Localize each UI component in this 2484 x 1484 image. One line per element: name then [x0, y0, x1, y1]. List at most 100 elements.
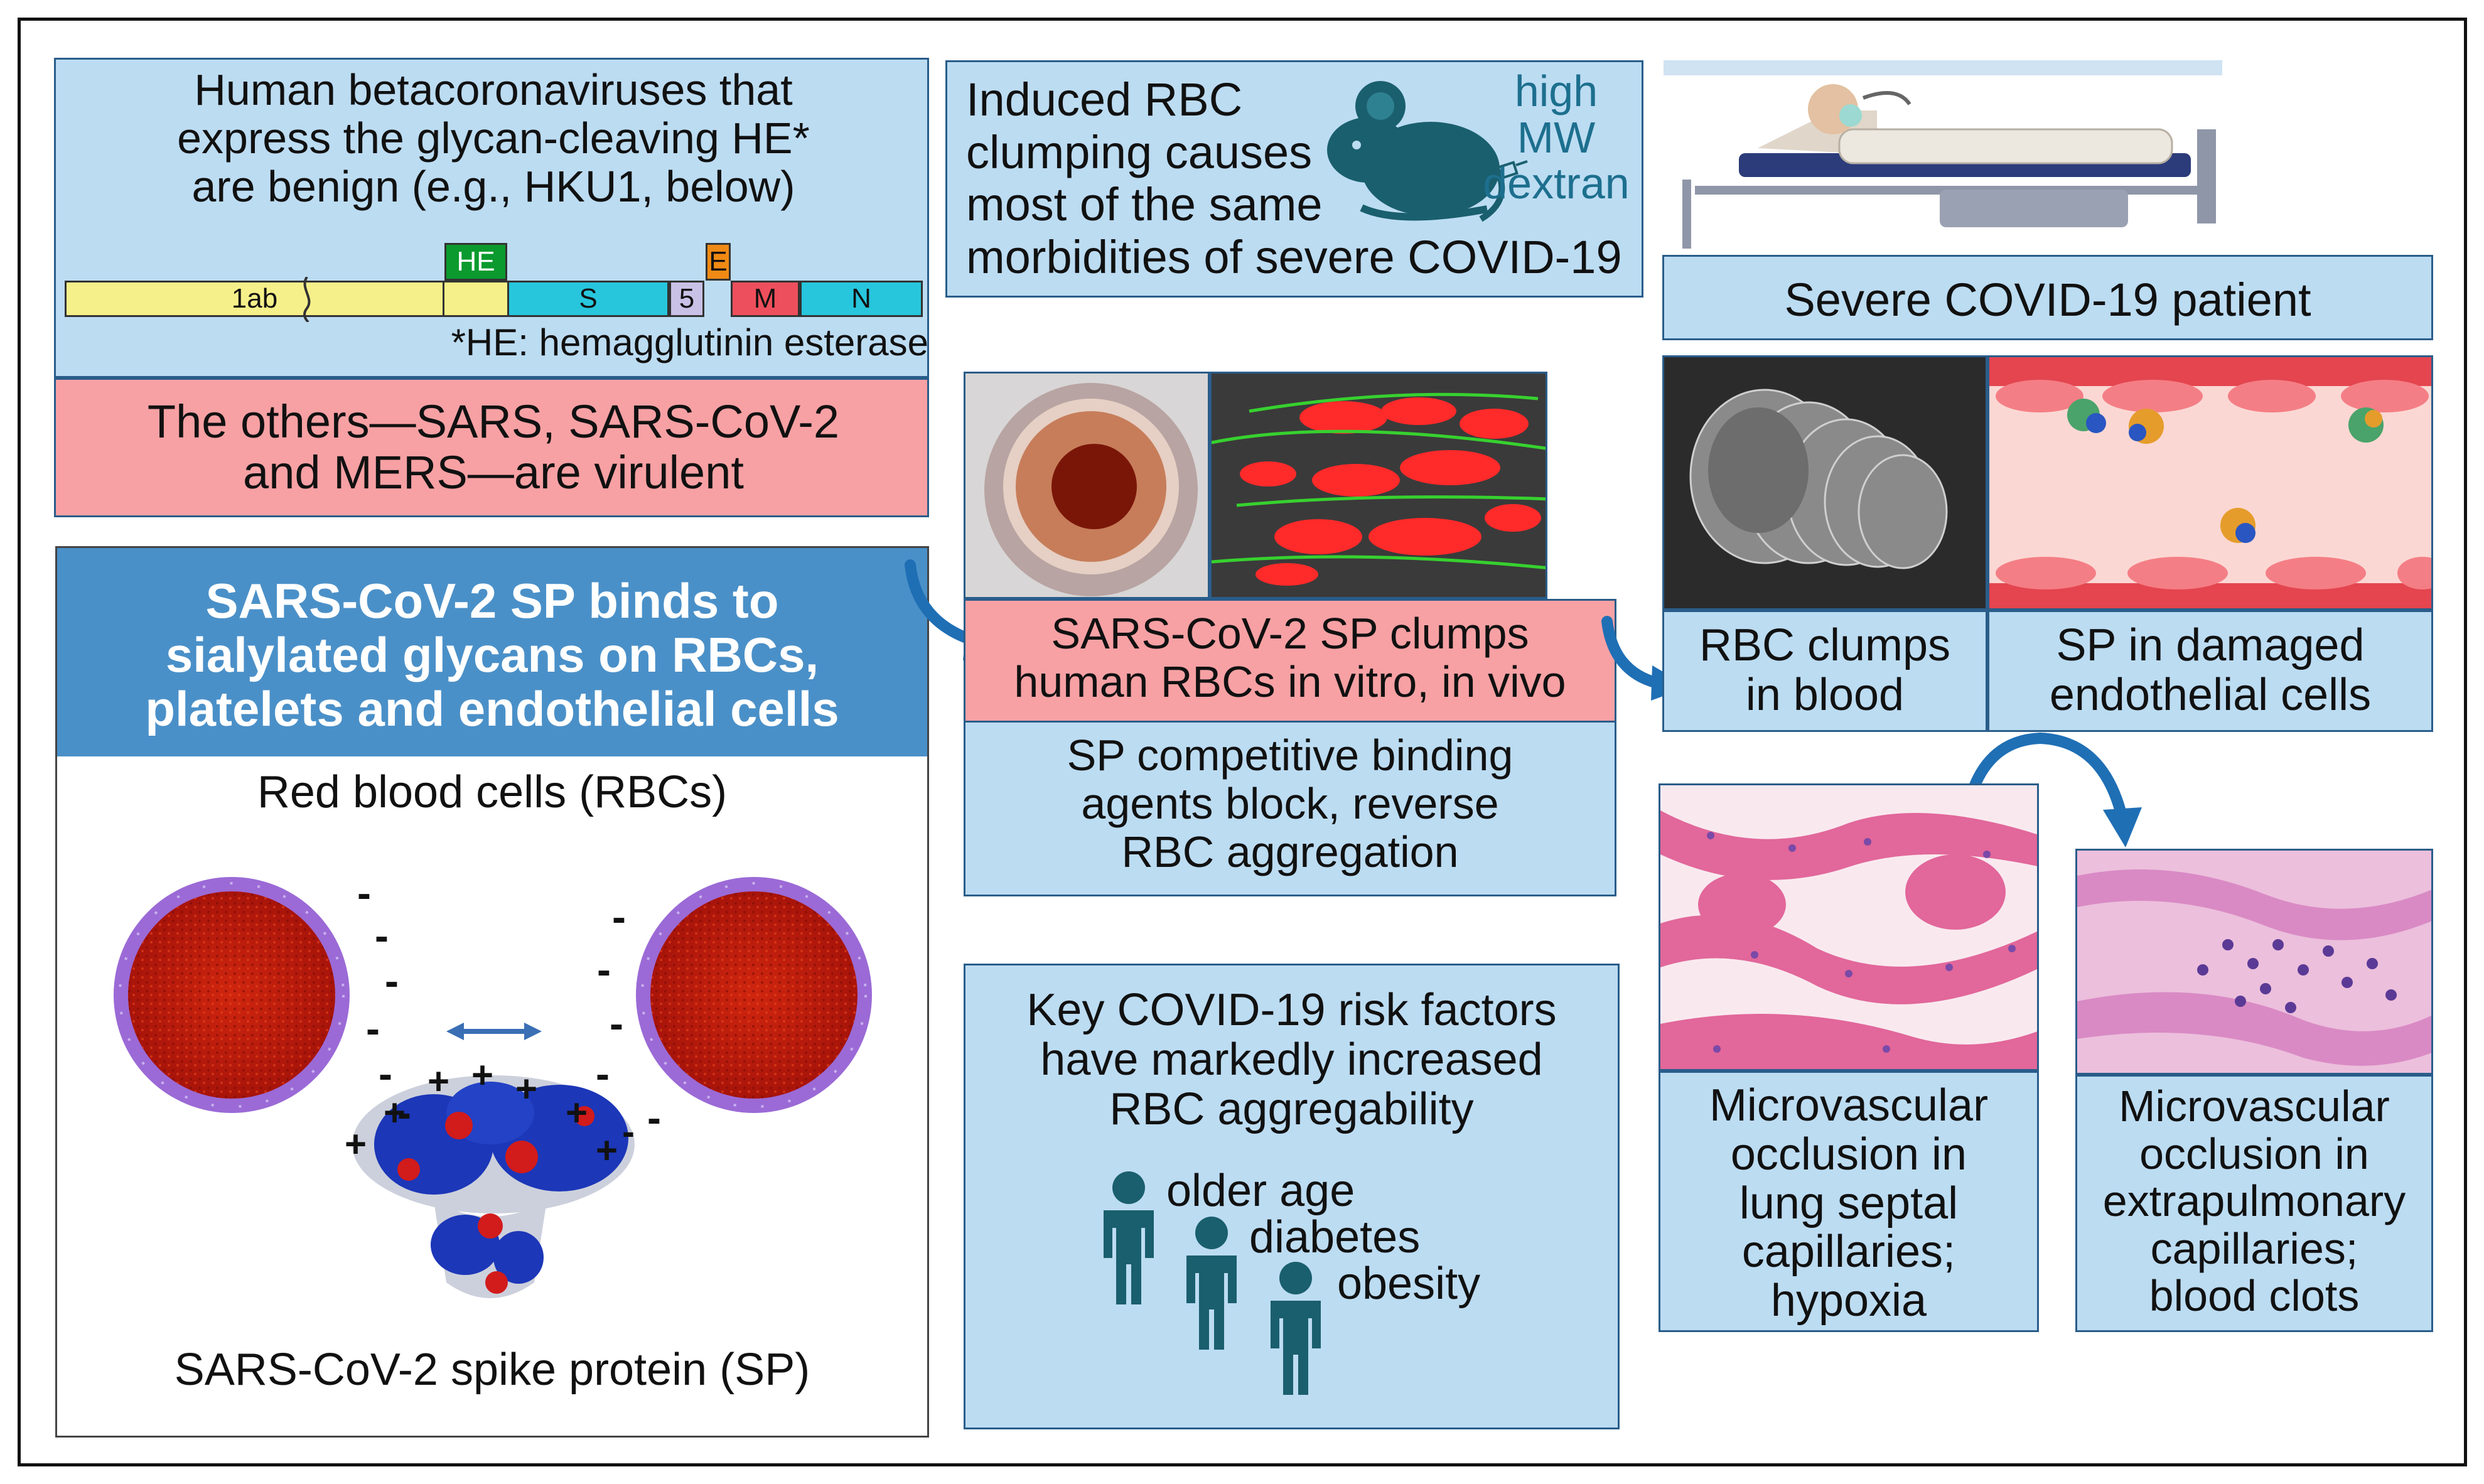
person-icon [1271, 1262, 1321, 1395]
dextran-tag-line1: high [1514, 67, 1598, 116]
extra-text-line3: extrapulmonary [2102, 1176, 2406, 1226]
rbc-label: Red blood cells (RBCs) [257, 767, 728, 817]
mouse-text-line2: clumping causes [966, 126, 1313, 178]
genome-s-label: S [579, 283, 598, 314]
genome-he: HE [444, 243, 507, 281]
rbc-left-icon [114, 877, 350, 1113]
charge-minus: - [375, 912, 389, 959]
charge-plus: + [596, 1129, 618, 1171]
rbc-spike-illustration: - - - - - - - - - - - + + + + + + + - [114, 869, 872, 1298]
dextran-tag-line2: MW [1517, 112, 1596, 162]
extra-text-line4: capillaries; [2150, 1223, 2358, 1273]
genome-connector [444, 281, 507, 317]
dextran-tag: high MW dextran [1471, 68, 1641, 207]
risk-factor-diabetes: diabetes [1249, 1212, 1421, 1262]
charge-minus: - [379, 1050, 392, 1097]
hku1-footnote: *HE: hemagglutinin esterase [451, 321, 928, 363]
dextran-tag-line3: dextran [1483, 159, 1630, 208]
extra-text-line2: occlusion in [2139, 1129, 2369, 1178]
charge-plus: + [345, 1123, 367, 1165]
extra-histology-photo [2075, 849, 2433, 1075]
mouse-text: Induced RBC clumping causes most of the … [966, 73, 1632, 283]
lung-histology-photo [1659, 783, 2039, 1071]
hku1-text-line1: Human betacoronaviruses that [194, 65, 793, 114]
patient-illustration [1664, 60, 2222, 255]
charge-minus: - [597, 946, 611, 992]
genome-n-label: N [851, 283, 871, 314]
virulent-text: The others—SARS, SARS-CoV-2 and MERS—are… [56, 396, 931, 498]
extra-panel: Microvascular occlusion in extrapulmonar… [2075, 1075, 2433, 1332]
lung-text-line3: lung septal [1739, 1178, 1959, 1229]
charge-minus: - [397, 1089, 411, 1136]
risk-text-line2: have markedly increased [1040, 1035, 1543, 1085]
person-icon [1104, 1171, 1154, 1304]
genome-e: E [706, 243, 731, 281]
charge-minus: - [610, 1000, 623, 1046]
block-text-line1: SP competitive binding [1067, 731, 1514, 780]
rbc-clumps-text-line2: in blood [1745, 670, 1905, 721]
spike-protein-icon [352, 1075, 635, 1298]
virulent-text-line2: and MERS—are virulent [243, 446, 744, 499]
genome-5-label: 5 [679, 283, 695, 314]
charge-minus: - [596, 1050, 610, 1097]
sp-binds-title-line3: platelets and endothelial cells [145, 680, 839, 736]
sp-endo-text: SP in damaged endothelial cells [1989, 620, 2431, 721]
risk-factor-older-age: older age [1166, 1166, 1355, 1216]
hku1-text-line3: are benign (e.g., HKU1, below) [191, 162, 795, 211]
patient-panel: Severe COVID-19 patient [1662, 255, 2433, 340]
risk-text-line1: Key COVID-19 risk factors [1026, 985, 1557, 1035]
risk-text: Key COVID-19 risk factors have markedly … [965, 985, 1618, 1135]
lung-text-line1: Microvascular [1709, 1080, 1989, 1131]
mouse-text-line3: most of the same [966, 178, 1323, 231]
spike-particle-icon [2067, 399, 2384, 543]
genome-n: N [800, 281, 923, 317]
genome-1ab-label: 1ab [231, 283, 278, 314]
block-panel: SP competitive binding agents block, rev… [964, 721, 1616, 896]
lung-panel: Microvascular occlusion in lung septal c… [1659, 1071, 2039, 1332]
virulent-text-line1: The others—SARS, SARS-CoV-2 [147, 395, 840, 448]
sp-binds-title: SARS-CoV-2 SP binds to sialylated glycan… [57, 574, 927, 736]
sp-binds-title-line2: sialylated glycans on RBCs, [165, 626, 819, 682]
genome-m: M [731, 281, 800, 317]
genome-s: S [507, 281, 669, 317]
repulsion-arrow-icon [446, 1023, 542, 1040]
charge-plus: + [427, 1060, 449, 1102]
block-text: SP competitive binding agents block, rev… [965, 731, 1615, 876]
rbc-clumps-panel: RBC clumps in blood [1662, 610, 1987, 732]
lung-text-line4: capillaries; [1741, 1227, 1956, 1277]
genome-he-label: HE [456, 246, 495, 277]
charge-plus: - [622, 1110, 635, 1153]
charge-minus: - [385, 957, 399, 1004]
sp-binds-title-line1: SARS-CoV-2 SP binds to [205, 573, 779, 628]
charge-minus: - [366, 1005, 380, 1051]
rbc-fluorescence-photo [1210, 372, 1547, 599]
rbc-clumps-text: RBC clumps in blood [1664, 620, 1986, 721]
charge-plus: + [566, 1092, 588, 1134]
genome-5: 5 [669, 281, 704, 317]
hku1-text: Human betacoronaviruses that express the… [56, 66, 931, 211]
mouse-icon [1327, 81, 1505, 222]
block-text-line2: agents block, reverse [1081, 779, 1499, 828]
risk-panel: Key COVID-19 risk factors have markedly … [964, 964, 1620, 1429]
sp-endo-text-line2: endothelial cells [2049, 670, 2372, 721]
genome-m-label: M [753, 283, 777, 314]
lung-text-line5: hypoxia [1770, 1276, 1927, 1326]
genome-1ab: 1ab [65, 281, 444, 317]
sp-endo-text-line1: SP in damaged [2056, 620, 2365, 670]
lung-text: Microvascular occlusion in lung septal c… [1660, 1080, 2037, 1326]
sp-binds-header: SARS-CoV-2 SP binds to sialylated glycan… [57, 548, 927, 756]
charge-minus: - [647, 1094, 661, 1141]
risk-text-line3: RBC aggregability [1109, 1084, 1474, 1135]
charge-plus: + [515, 1068, 537, 1110]
hku1-panel: Human betacoronaviruses that express the… [54, 58, 929, 378]
genome-e-label: E [709, 246, 728, 277]
person-icon [1186, 1217, 1237, 1350]
charge-plus: + [471, 1054, 493, 1096]
hku1-text-line2: express the glycan-cleaving HE* [177, 114, 810, 163]
rbc-clumps-text-line1: RBC clumps [1699, 620, 1951, 670]
rbc-clump-sem-photo [1662, 355, 1987, 610]
mouse-text-line4: morbidities of severe COVID-19 [966, 230, 1622, 283]
mouse-panel: Induced RBC clumping causes most of the … [945, 60, 1643, 298]
rbc-well-photo [964, 372, 1210, 599]
endothelial-illustration [1987, 355, 2433, 610]
